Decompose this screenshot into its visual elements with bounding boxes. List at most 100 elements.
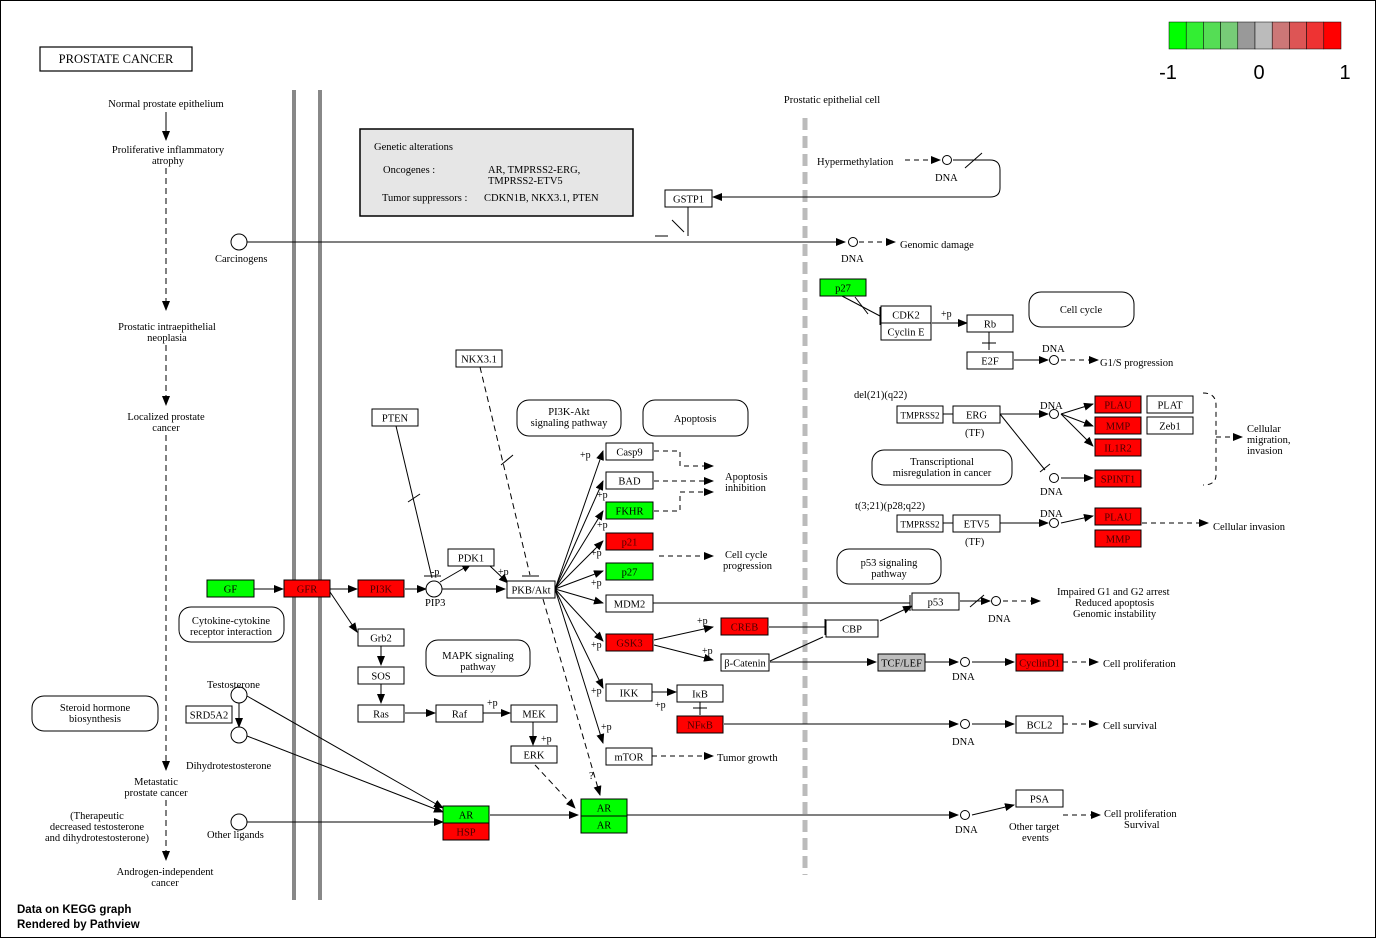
- gene-tmprss2a[interactable]: TMPRSS2: [896, 405, 944, 424]
- gene-label: FKHR: [615, 507, 643, 518]
- gene-ar1[interactable]: AR: [442, 805, 490, 824]
- gene-plau2[interactable]: PLAU: [1094, 507, 1142, 526]
- gene-mmp2[interactable]: MMP: [1094, 529, 1142, 548]
- map-pi3k-akt-label-1: PI3K-Akt: [548, 407, 589, 418]
- gene-ar3[interactable]: AR: [580, 815, 628, 834]
- therapy-note-3: and dihydrotestosterone): [45, 833, 150, 844]
- compound-other-ligands[interactable]: [230, 813, 248, 831]
- gene-e2f[interactable]: E2F: [966, 351, 1014, 370]
- gene-plat[interactable]: PLAT: [1146, 395, 1194, 414]
- gene-box: [664, 189, 713, 208]
- gene-erk[interactable]: ERK: [510, 745, 558, 764]
- gene-gf[interactable]: GF: [206, 579, 255, 598]
- gene-gfr[interactable]: GFR: [283, 579, 331, 598]
- gene-pkb[interactable]: PKB/Akt: [506, 580, 556, 599]
- gene-cbp[interactable]: CBP: [825, 619, 879, 638]
- gene-zeb1[interactable]: Zeb1: [1146, 416, 1194, 435]
- gene-mmp1[interactable]: MMP: [1094, 416, 1142, 435]
- gene-pten[interactable]: PTEN: [371, 408, 419, 427]
- gene-p27_top[interactable]: p27: [819, 278, 867, 297]
- gene-grb2[interactable]: Grb2: [357, 628, 405, 647]
- compound-pip3[interactable]: [425, 580, 443, 598]
- gene-label: GSTP1: [673, 195, 704, 206]
- gene-p53[interactable]: p53: [911, 592, 960, 611]
- gene-bad[interactable]: BAD: [605, 471, 654, 490]
- gene-psa[interactable]: PSA: [1015, 789, 1064, 808]
- gene-hsp[interactable]: HSP: [442, 822, 490, 841]
- gene-fkhr[interactable]: FKHR: [605, 501, 654, 520]
- gene-ras[interactable]: Ras: [357, 704, 405, 723]
- stage-ai-2: cancer: [151, 878, 179, 889]
- dephos-label: -p: [431, 567, 439, 578]
- map-mapk-signaling[interactable]: [425, 639, 531, 677]
- gene-box: [1094, 416, 1142, 435]
- gene-pdk1[interactable]: PDK1: [447, 548, 495, 567]
- gene-cyclin_e[interactable]: Cyclin E: [880, 322, 932, 341]
- map-steroid-hormone[interactable]: [31, 695, 159, 732]
- gene-sos[interactable]: SOS: [357, 666, 405, 685]
- label-dihydrotestosterone: Dihydrotestosterone: [186, 761, 271, 772]
- gene-ikb[interactable]: IκB: [676, 684, 724, 703]
- stage-metastatic-1: Metastatic: [134, 777, 178, 788]
- label-tf: (TF): [965, 428, 985, 439]
- dna-node: [942, 155, 952, 165]
- gene-rb[interactable]: Rb: [966, 314, 1014, 333]
- phos-label: +p: [597, 520, 608, 531]
- label-other-target-2: events: [1022, 833, 1049, 844]
- gene-label: PKB/Akt: [511, 586, 550, 597]
- label-cellular-invasion: Cellular invasion: [1213, 522, 1286, 533]
- gene-il1r2[interactable]: IL1R2: [1094, 438, 1142, 457]
- gene-mdm2[interactable]: MDM2: [605, 594, 654, 613]
- map-cytokine-receptor[interactable]: [178, 606, 285, 643]
- gene-ar2[interactable]: AR: [580, 798, 628, 817]
- map-apoptosis[interactable]: [642, 399, 749, 437]
- gene-nkx31[interactable]: NKX3.1: [455, 349, 503, 368]
- gene-nfkb[interactable]: NFκB: [676, 715, 724, 734]
- gene-box: [676, 684, 724, 703]
- legend-swatch: [1306, 21, 1325, 50]
- gene-ikk[interactable]: IKK: [605, 683, 653, 702]
- label-apoptosis-inhibition-1: Apoptosis: [725, 472, 768, 483]
- compound-testosterone[interactable]: [230, 686, 248, 704]
- label-g1s-progression: G1/S progression: [1100, 358, 1174, 369]
- gene-gstp1[interactable]: GSTP1: [664, 189, 713, 208]
- legend-swatch: [1289, 21, 1307, 50]
- gene-bcatenin[interactable]: β-Catenin: [720, 653, 770, 672]
- map-p53-signaling[interactable]: [836, 548, 942, 585]
- compound-carcinogens[interactable]: [230, 233, 248, 251]
- gene-label: Grb2: [370, 634, 392, 645]
- gene-srd5a2[interactable]: SRD5A2: [185, 705, 233, 724]
- gene-gsk3[interactable]: GSK3: [605, 633, 654, 652]
- label-reduced-apoptosis: Reduced apoptosis: [1075, 598, 1154, 609]
- label-dna: DNA: [988, 614, 1011, 625]
- gene-plau1[interactable]: PLAU: [1094, 395, 1142, 414]
- gene-label: PLAU: [1104, 401, 1132, 412]
- phos-label: +p: [487, 698, 498, 709]
- phos-label: +p: [941, 309, 952, 320]
- gene-spint1[interactable]: SPINT1: [1094, 469, 1142, 488]
- gene-bcl2[interactable]: BCL2: [1015, 715, 1064, 734]
- gene-box: [1094, 469, 1142, 488]
- gene-casp9[interactable]: Casp9: [605, 442, 654, 461]
- gene-creb[interactable]: CREB: [720, 617, 769, 636]
- gene-label: MDM2: [614, 600, 646, 611]
- label-dna: DNA: [1040, 509, 1063, 520]
- gene-box: [1015, 653, 1064, 672]
- gene-pi3k[interactable]: PI3K: [357, 579, 405, 598]
- gene-p21[interactable]: p21: [605, 532, 654, 551]
- compound-dihydrotestosterone[interactable]: [230, 726, 248, 744]
- gene-cyclind1[interactable]: CyclinD1: [1015, 653, 1064, 672]
- gene-mek[interactable]: MEK: [510, 704, 558, 723]
- gene-raf[interactable]: Raf: [435, 704, 484, 723]
- map-transcriptional-misregulation[interactable]: [871, 449, 1013, 486]
- gene-cdk2[interactable]: CDK2: [880, 305, 932, 324]
- gene-p27[interactable]: p27: [605, 562, 654, 581]
- map-cell-cycle[interactable]: [1028, 291, 1135, 328]
- gene-mtor[interactable]: mTOR: [605, 747, 653, 766]
- gene-tcflef[interactable]: TCF/LEF: [877, 653, 926, 672]
- gene-label: mTOR: [615, 753, 644, 764]
- map-pi3k-akt[interactable]: [516, 399, 622, 437]
- gene-etv5[interactable]: ETV5: [952, 514, 1001, 533]
- gene-tmprss2b[interactable]: TMPRSS2: [896, 514, 944, 533]
- gene-erg[interactable]: ERG: [952, 405, 1001, 424]
